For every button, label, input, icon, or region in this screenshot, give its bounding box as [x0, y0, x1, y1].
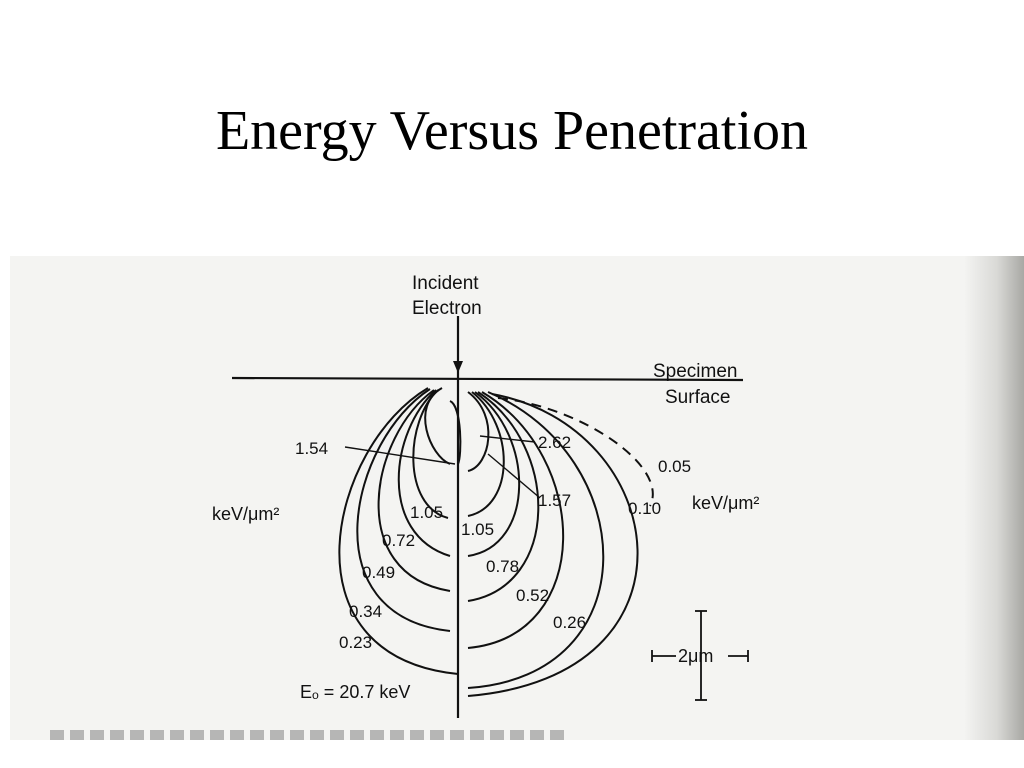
- contour-right-1.05: [467, 391, 521, 557]
- contour-inner-lobe: [449, 400, 462, 465]
- penetration-diagram: Incident Electron Specimen Surface keV/μ…: [212, 273, 759, 718]
- contour-right-0.10: [467, 393, 639, 697]
- contour-right-1.57: [467, 391, 505, 517]
- contour-label: 0.49: [362, 563, 395, 582]
- contour-right-0.78: [467, 391, 540, 602]
- left-contours: [338, 387, 462, 675]
- cropped-caption-text: [50, 730, 570, 740]
- scanned-figure: Incident Electron Specimen Surface keV/μ…: [10, 256, 1024, 740]
- contour-label: 0.52: [516, 586, 549, 605]
- incident-label-1: Incident: [412, 273, 479, 294]
- unit-label-right: keV/μm²: [692, 493, 759, 513]
- specimen-surface-line: [231, 376, 744, 382]
- beam-energy-label: Eₒ = 20.7 keV: [300, 682, 410, 702]
- scale-bar: [651, 610, 749, 701]
- contour-label: 0.78: [486, 557, 519, 576]
- contour-label: 1.54: [295, 439, 328, 458]
- contour-label: 0.10: [628, 499, 661, 518]
- slide-title: Energy Versus Penetration: [215, 100, 809, 162]
- contour-label: 0.72: [382, 531, 415, 550]
- incident-arrow-icon: [453, 361, 463, 373]
- contour-right-2.62: [467, 391, 490, 472]
- incident-label-2: Electron: [412, 298, 482, 319]
- unit-label-left: keV/μm²: [212, 504, 279, 524]
- contour-label: 0.26: [553, 613, 586, 632]
- right-contours: [467, 391, 654, 697]
- contour-left-0.49: [377, 389, 451, 592]
- contour-label: 0.23: [339, 633, 372, 652]
- contour-label: 0.34: [349, 602, 382, 621]
- scan-edge-shadow: [964, 256, 1024, 740]
- contour-label: 1.57: [538, 491, 571, 510]
- contour-left-0.23: [338, 387, 459, 675]
- contour-left-0.34: [356, 388, 451, 632]
- scale-bar-label: 2μm: [678, 646, 713, 666]
- specimen-label-2: Surface: [665, 387, 730, 408]
- contour-right-0.05: [497, 397, 654, 507]
- contour-label: 0.05: [658, 457, 691, 476]
- contour-right-0.52: [467, 391, 565, 649]
- contour-label: 1.05: [461, 520, 494, 539]
- contour-right-0.26: [467, 391, 605, 689]
- contour-left-0.72: [397, 389, 451, 557]
- contour-label: 1.05: [410, 503, 443, 522]
- leader-lines: [344, 435, 541, 499]
- contour-label: 2.62: [538, 433, 571, 452]
- specimen-label-1: Specimen: [653, 361, 738, 382]
- contour-left-1.05: [412, 389, 449, 519]
